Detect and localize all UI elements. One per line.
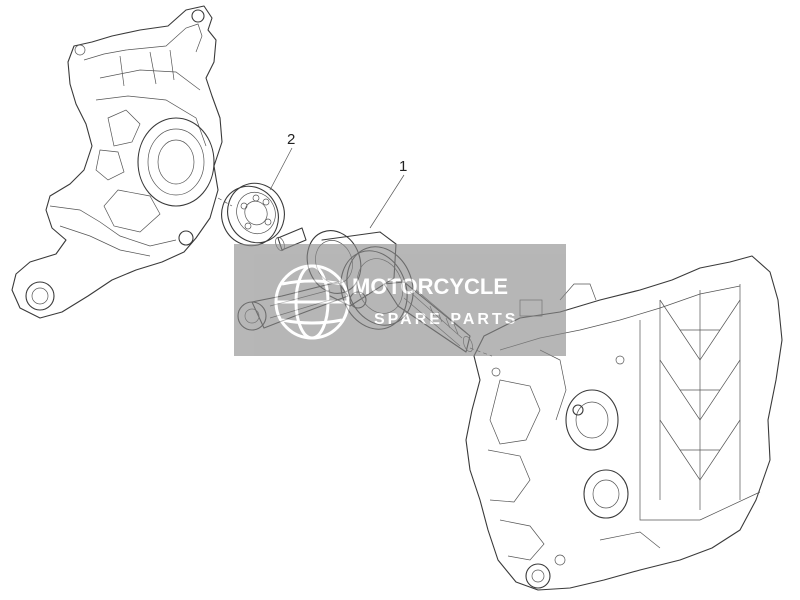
callout-number-1: 1 <box>399 158 407 175</box>
watermark-line-1: MOTORCYCLE <box>352 274 508 299</box>
callout-number-2: 2 <box>287 131 295 148</box>
callout-part-2: 2 <box>269 131 295 191</box>
watermark-box <box>234 244 566 356</box>
left-crankcase-half <box>11 5 223 319</box>
watermark: MOTORCYCLE SPARE PARTS <box>234 244 566 356</box>
globe-logo-icon <box>274 264 350 340</box>
watermark-line-2: SPARE PARTS <box>374 311 518 328</box>
bearing-part-2 <box>221 182 285 247</box>
callout-part-1: 1 <box>369 158 407 229</box>
